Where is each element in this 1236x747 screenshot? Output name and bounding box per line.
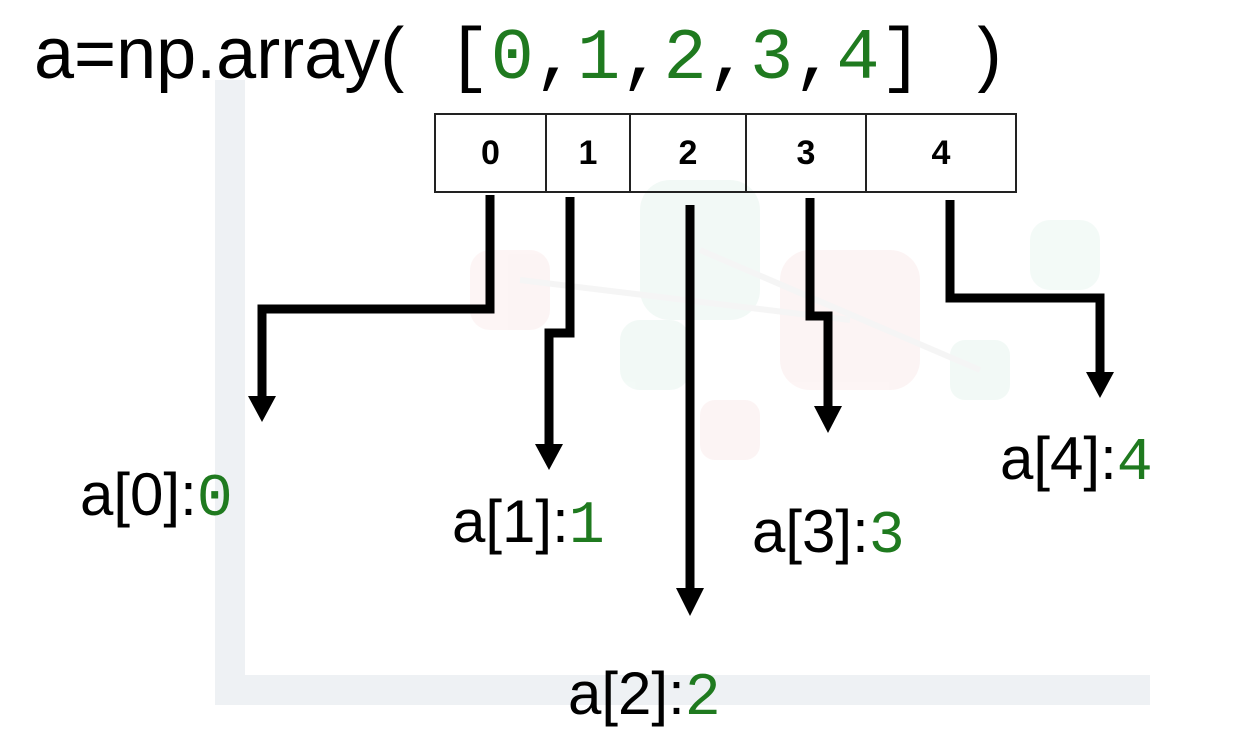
code-sep: , (620, 18, 664, 100)
element-label-2: a[2]:2 (568, 664, 721, 730)
code-sep: , (793, 18, 837, 100)
label-name: a[0]: (80, 461, 197, 528)
arrowhead-1 (535, 444, 563, 470)
element-label-3: a[3]:3 (752, 502, 905, 568)
code-value: 3 (749, 18, 794, 100)
arrowhead-2 (676, 588, 704, 616)
arrowhead-4 (1086, 372, 1114, 398)
label-name: a[2]: (568, 660, 685, 727)
code-value: 0 (490, 18, 534, 100)
arrow-4 (945, 200, 1105, 375)
code-value: 4 (836, 18, 880, 100)
code-open-bracket: [ (404, 18, 491, 100)
label-value: 2 (684, 665, 721, 733)
label-name: a[1]: (452, 488, 569, 555)
code-prefix: a=np.array( (34, 14, 405, 94)
code-sep: , (706, 18, 750, 100)
element-label-4: a[4]:4 (1000, 429, 1153, 495)
element-label-1: a[1]:1 (452, 492, 605, 558)
array-cell-1: 1 (547, 115, 631, 191)
arrow-0 (257, 195, 495, 400)
code-line: a=np.array( [0,1,2,3,4] ) (34, 18, 1009, 95)
label-name: a[4]: (1000, 425, 1117, 492)
arrowhead-3 (814, 406, 842, 433)
label-value: 0 (196, 466, 233, 534)
code-value: 1 (577, 18, 621, 100)
array-box: 0 1 2 3 4 (434, 113, 1017, 193)
array-cell-2: 2 (631, 115, 747, 191)
arrow-1 (544, 197, 575, 448)
label-value: 3 (868, 503, 905, 571)
label-name: a[3]: (752, 498, 869, 565)
arrow-3 (805, 198, 833, 410)
array-cell-0: 0 (436, 115, 547, 191)
code-close-bracket: ] ) (879, 18, 1010, 100)
label-value: 1 (568, 493, 605, 561)
code-value: 2 (663, 18, 707, 100)
code-sep: , (533, 18, 578, 100)
array-cell-3: 3 (747, 115, 867, 191)
label-value: 4 (1116, 430, 1153, 498)
array-cell-4: 4 (931, 133, 951, 172)
arrowhead-0 (248, 396, 276, 422)
element-label-0: a[0]:0 (80, 465, 233, 531)
